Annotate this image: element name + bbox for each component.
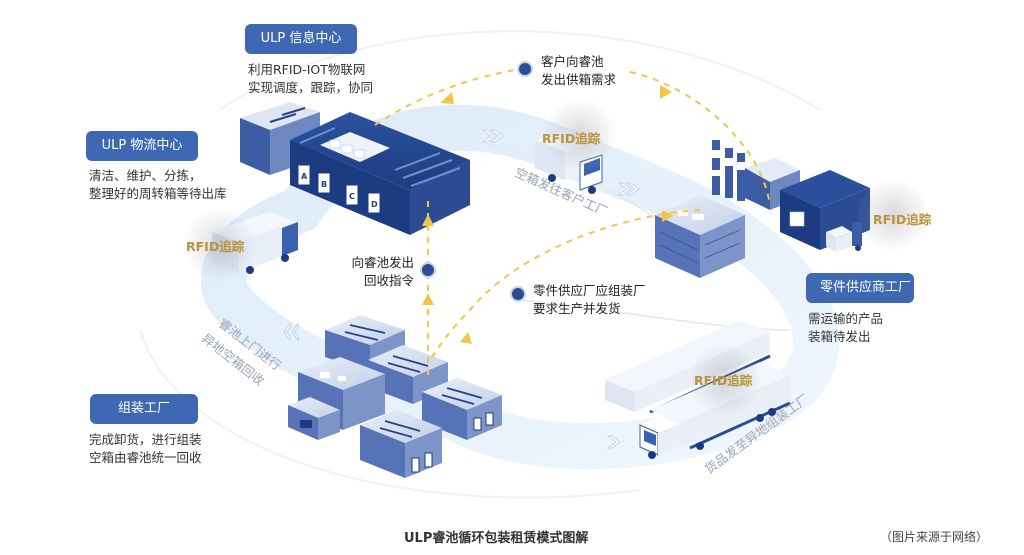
shipping-container-icon xyxy=(780,170,870,252)
supplier-factory-desc-line: 装箱待发出 xyxy=(808,329,871,344)
step-supplier-ship: 零件供应厂应组装厂 要求生产并发货 xyxy=(533,282,646,318)
flow-arrows xyxy=(374,69,771,375)
step-dot xyxy=(512,288,524,300)
step-text-line: 发出供箱需求 xyxy=(541,72,617,87)
logistics-center-desc-line: 整理好的周转箱等待出库 xyxy=(89,186,227,201)
step-dot xyxy=(519,63,531,75)
step-text-line: 回收指令 xyxy=(363,273,414,288)
assembly-factory-desc-line: 完成卸货，进行组装 xyxy=(89,432,202,447)
step-text-line: 零件供应厂应组装厂 xyxy=(533,283,646,298)
supplier-factory-desc-line: 需运输的产品 xyxy=(808,311,884,326)
info-center-title: ULP 信息中心 xyxy=(245,24,357,54)
assembly-factory-desc: 完成卸货，进行组装 空箱由睿池统一回收 xyxy=(89,431,202,467)
diagram-caption: ULP睿池循环包装租赁模式图解 xyxy=(404,531,589,546)
logistics-center-title: ULP 物流中心 xyxy=(86,131,198,161)
info-center-desc-line: 实现调度，跟踪，协同 xyxy=(248,80,374,95)
rfid-label-logistics: RFID追踪 xyxy=(186,239,245,254)
step-text-line: 要求生产并发货 xyxy=(533,301,621,316)
step-text-line: 客户向睿池 xyxy=(541,54,604,69)
rfid-label-truck: RFID追踪 xyxy=(542,131,601,146)
ulp-logistics-warehouse-icon: A B C D xyxy=(240,102,470,235)
info-center-desc: 利用RFID-IOT物联网 实现调度，跟踪，协同 xyxy=(248,61,373,97)
supplier-factory-desc: 需运输的产品 装箱待发出 xyxy=(808,310,883,346)
svg-text:A: A xyxy=(301,172,308,181)
svg-text:C: C xyxy=(349,192,355,201)
logistics-center-desc: 清洁、维护、分拣， 整理好的周转箱等待出库 xyxy=(89,167,227,203)
svg-text:B: B xyxy=(321,180,327,189)
rfid-halo xyxy=(690,345,760,415)
assembly-factory-desc-line: 空箱由睿池统一回收 xyxy=(89,450,202,465)
info-center-desc-line: 利用RFID-IOT物联网 xyxy=(248,62,366,77)
rfid-halo xyxy=(545,100,615,170)
arrow-heads xyxy=(422,85,674,344)
assembly-factory-title: 组装工厂 xyxy=(90,394,198,424)
delivery-truck-icon xyxy=(535,128,603,194)
step-dot xyxy=(422,264,434,276)
rfid-label-trailer: RFID追踪 xyxy=(694,373,753,388)
supplier-factory-title: 零件供应商工厂 xyxy=(806,273,914,303)
semi-trailer-icon xyxy=(605,320,791,459)
rfid-halo xyxy=(858,180,928,250)
assembly-plant-icon xyxy=(288,315,502,478)
truck-logistics-icon xyxy=(212,212,298,274)
rfid-label-container: RFID追踪 xyxy=(873,212,932,227)
image-source-note: （图片来源于网络） xyxy=(880,530,989,544)
step-text-line: 向睿池发出 xyxy=(351,255,414,270)
rfid-halo xyxy=(185,210,255,280)
logistics-center-desc-line: 清洁、维护、分拣， xyxy=(89,168,202,183)
step-customer-request: 客户向睿池 发出供箱需求 xyxy=(541,53,616,89)
road-chevrons xyxy=(283,129,640,449)
svg-text:D: D xyxy=(371,200,378,209)
step-recycle-order: 向睿池发出 回收指令 xyxy=(342,254,414,290)
